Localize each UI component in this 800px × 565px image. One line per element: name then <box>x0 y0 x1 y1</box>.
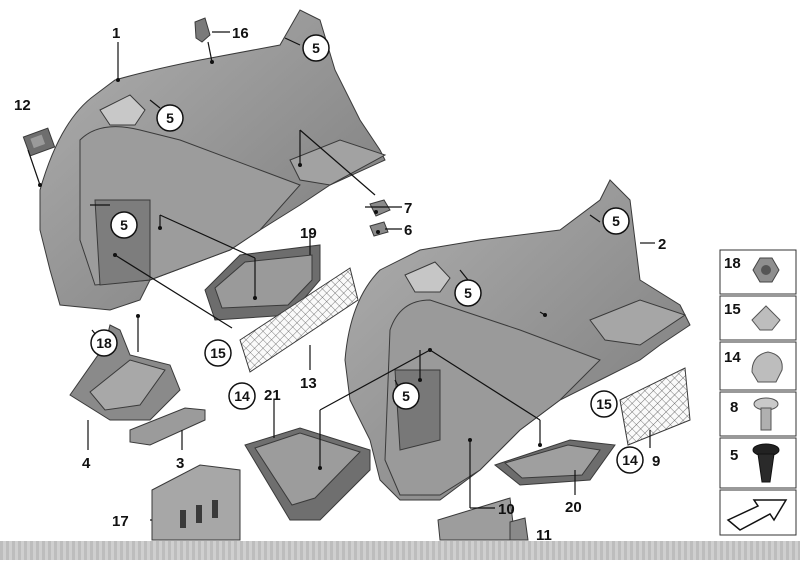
storage-box-21 <box>244 427 371 521</box>
flat-tray-20 <box>493 439 616 486</box>
bracket-plate-4 <box>69 324 181 421</box>
svg-text:18: 18 <box>96 335 112 351</box>
callout-5-left: 5 <box>110 211 138 239</box>
leader-lines <box>27 31 655 521</box>
label-4: 4 <box>82 455 91 472</box>
label-11: 11 <box>536 527 552 544</box>
spring-nut-icon <box>751 351 783 383</box>
clip-part <box>22 127 56 157</box>
svg-text:14: 14 <box>622 452 638 468</box>
label-10: 10 <box>498 501 515 518</box>
callout-5-upper-left: 5 <box>156 104 184 132</box>
label-17: 17 <box>112 513 129 530</box>
bracket-part <box>194 17 211 43</box>
expanding-rivet-icon <box>753 397 779 431</box>
callout-14-left: 14 <box>228 382 256 410</box>
callout-14-right: 14 <box>616 446 644 474</box>
cargo-net-13 <box>239 267 359 373</box>
callout-15-left: 15 <box>204 339 232 367</box>
part-labels: 1 2 3 4 7 6 9 10 11 12 13 16 17 19 20 21 <box>14 25 666 544</box>
callout-5-right-mid: 5 <box>454 279 482 307</box>
left-trim-panel <box>39 9 387 311</box>
callout-5-right-top: 5 <box>602 207 630 235</box>
callout-5-top: 5 <box>302 34 330 62</box>
label-3: 3 <box>176 455 184 472</box>
label-2: 2 <box>658 236 666 253</box>
svg-text:5: 5 <box>464 285 472 301</box>
direction-arrow-icon <box>726 499 788 531</box>
label-6: 6 <box>404 222 412 239</box>
box-part-17 <box>151 464 241 541</box>
legend-label-18: 18 <box>724 255 741 272</box>
svg-text:15: 15 <box>210 345 226 361</box>
svg-text:5: 5 <box>612 213 620 229</box>
label-20: 20 <box>565 499 582 516</box>
leader-dots <box>38 60 547 470</box>
legend-label-5: 5 <box>730 447 738 464</box>
label-12: 12 <box>14 97 31 114</box>
bottom-band <box>0 541 800 560</box>
label-19: 19 <box>300 225 317 242</box>
legend-label-8: 8 <box>730 399 738 416</box>
svg-text:14: 14 <box>234 388 250 404</box>
label-21: 21 <box>264 387 281 404</box>
svg-text:5: 5 <box>402 388 410 404</box>
storage-tray-19 <box>204 244 321 321</box>
label-16: 16 <box>232 25 249 42</box>
callout-5-right-low: 5 <box>392 382 420 410</box>
clip-nut-icon <box>751 305 781 331</box>
svg-text:5: 5 <box>120 217 128 233</box>
legend-label-15: 15 <box>724 301 741 318</box>
legend-label-14: 14 <box>724 349 741 366</box>
callout-15-right: 15 <box>590 390 618 418</box>
block-part-3 <box>129 407 206 446</box>
label-1: 1 <box>112 25 120 42</box>
svg-text:15: 15 <box>596 396 612 412</box>
label-13: 13 <box>300 375 317 392</box>
svg-text:5: 5 <box>166 110 174 126</box>
label-7: 7 <box>404 200 412 217</box>
label-9: 9 <box>652 453 660 470</box>
push-rivet-icon <box>752 443 780 483</box>
circled-labels: 5 5 5 5 5 5 18 15 <box>90 34 644 474</box>
svg-text:5: 5 <box>312 40 320 56</box>
fastener-legend: 18 15 14 8 5 <box>719 249 797 536</box>
small-clips <box>369 199 391 237</box>
plate-part-10 <box>437 497 529 541</box>
callout-18: 18 <box>90 329 118 357</box>
hex-nut-icon <box>752 257 780 283</box>
cargo-net-9 <box>619 367 691 446</box>
